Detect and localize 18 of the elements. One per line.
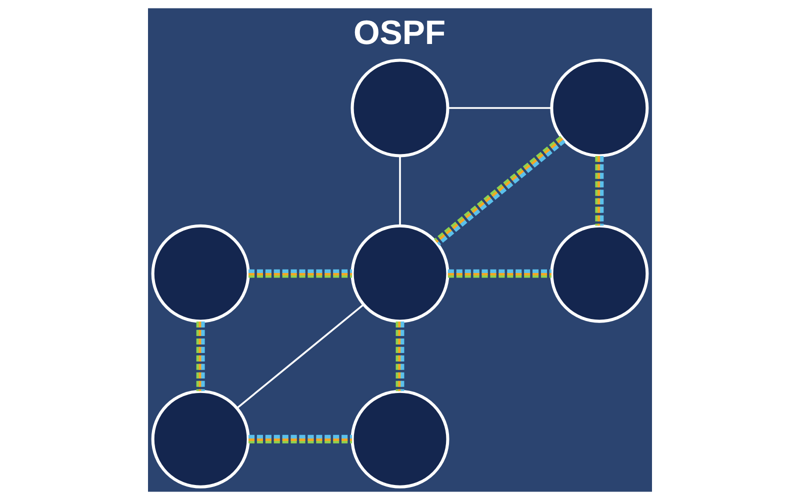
connector bbox=[595, 156, 604, 226]
connector bbox=[399, 156, 401, 226]
connector bbox=[248, 434, 352, 444]
node-circle bbox=[550, 58, 649, 158]
diagram-title: OSPF bbox=[353, 14, 446, 52]
node-circle bbox=[151, 224, 250, 323]
connector bbox=[434, 136, 566, 246]
connector bbox=[236, 304, 364, 409]
node-circle bbox=[350, 390, 450, 488]
node-circle bbox=[151, 390, 250, 488]
node-circle bbox=[350, 58, 450, 158]
node-circle bbox=[550, 224, 649, 323]
connector bbox=[396, 322, 404, 392]
connector bbox=[448, 269, 552, 278]
connector bbox=[448, 107, 552, 109]
connector bbox=[248, 269, 352, 278]
node-circle bbox=[350, 224, 450, 323]
connector bbox=[196, 322, 205, 392]
